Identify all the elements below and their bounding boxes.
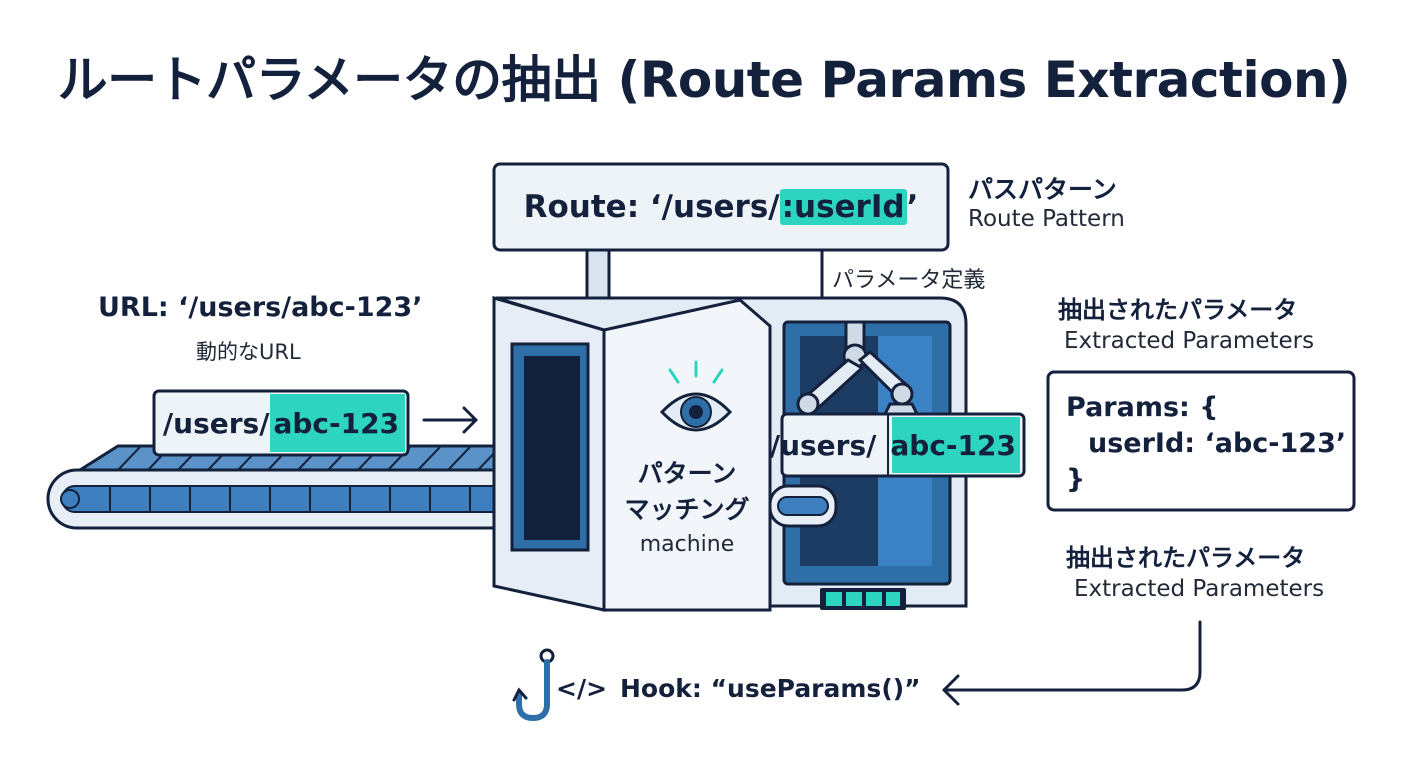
eye-icon — [659, 360, 733, 432]
url-card-prefix: /users/ — [162, 406, 270, 440]
extracted-lower-label-ja: 抽出されたパラメータ — [1066, 544, 1306, 572]
extracted-label-en: Extracted Parameters — [1064, 328, 1315, 354]
page-title: ルートパラメータの抽出 (Route Params Extraction) — [57, 51, 1351, 109]
return-arrow-icon — [942, 620, 1202, 706]
route-prefix: Route: ‘/users/ — [523, 189, 780, 225]
route-param-highlight: :userId — [779, 189, 907, 225]
conveyor-belt — [46, 444, 590, 530]
url-card-param: abc-123 — [273, 406, 400, 440]
machine-label: パターン マッチング machine — [604, 456, 770, 562]
params-code: Params: { userId: ‘abc-123’ } — [1048, 372, 1354, 510]
inner-url-card — [780, 412, 1026, 478]
params-line-userid: userId: ‘abc-123’ — [1088, 428, 1347, 459]
route-label-en: Route Pattern — [968, 206, 1125, 232]
arrow-right-icon — [422, 406, 478, 434]
inner-card-prefix: /users/ — [769, 428, 877, 462]
url-heading: URL: ‘/users/abc-123’ — [98, 292, 423, 323]
machine-label-line2: マッチング — [624, 495, 750, 524]
route-pattern-box — [492, 162, 950, 252]
url-card-text: /users/abc-123 — [154, 391, 408, 455]
extracted-lower-label-en: Extracted Parameters — [1074, 576, 1325, 602]
url-card — [152, 389, 410, 457]
inner-card-text: /users/abc-123 — [770, 414, 1024, 476]
parameter-definition-label: パラメータ定義 — [832, 268, 986, 293]
hook-label: Hook: “useParams()” — [620, 674, 921, 703]
machine-label-line3: machine — [639, 532, 735, 557]
params-line-close: } — [1066, 464, 1086, 495]
inner-card-param: abc-123 — [890, 428, 1016, 462]
hook-icon — [512, 648, 555, 722]
route-label-ja: パスパターン — [968, 175, 1117, 204]
code-icon: </> — [556, 674, 608, 703]
url-label-ja: 動的なURL — [196, 340, 301, 364]
params-box — [1046, 370, 1356, 512]
robot-arm — [796, 320, 923, 422]
machine-label-line1: パターン — [637, 459, 737, 488]
route-connector-post — [585, 248, 611, 300]
params-line-open: Params: { — [1066, 392, 1219, 423]
extracted-label-ja: 抽出されたパラメータ — [1058, 296, 1298, 324]
route-pattern-text: Route: ‘/users/:userId’ — [494, 164, 948, 250]
route-suffix: ’ — [906, 189, 919, 225]
